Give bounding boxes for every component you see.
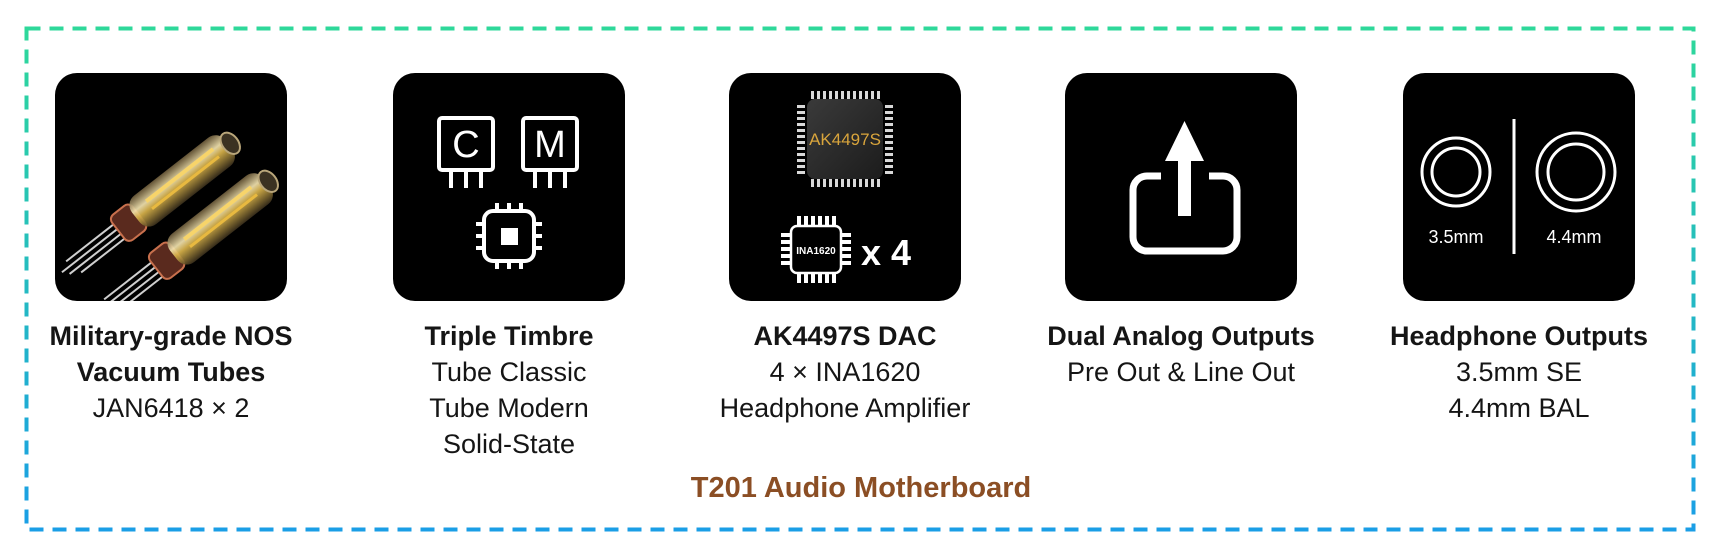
feature-triple-timbre: C M Triple Timbre Tube Classic Tube Mode… [393,73,625,459]
jack-label-4-4mm: 4.4mm [1546,227,1601,247]
analog-outputs-card [1065,73,1297,301]
feature-detail-line: 3.5mm SE [1455,357,1583,387]
dac-card: AK4497S INA1620 x 4 [729,73,961,301]
triple-timbre-icon: C M [437,116,579,269]
amp-chip-count: x 4 [861,232,911,273]
chip-label-m: M [534,124,566,166]
dac-caption: AK4497S DAC 4 × INA1620 Headphone Amplif… [675,318,1015,426]
vacuum-tubes-card [55,73,287,301]
jack-label-3-5mm: 3.5mm [1428,227,1483,247]
feature-analog-outputs: Dual Analog Outputs Pre Out & Line Out [1047,73,1315,387]
vacuum-tubes-caption: Military-grade NOS Vacuum Tubes JAN6418 … [1,318,341,426]
chip-label-c: C [452,124,479,166]
feature-detail-line: Solid-State [442,429,576,459]
feature-title-line: Military-grade NOS [49,321,293,351]
dac-chip-icon: AK4497S INA1620 x 4 [781,91,911,283]
feature-vacuum-tubes: Military-grade NOS Vacuum Tubes JAN6418 … [49,73,293,423]
feature-detail-line: 4 × INA1620 [769,357,921,387]
feature-detail-line: Tube Classic [431,357,587,387]
headphone-jacks-icon: 3.5mm 4.4mm [1420,119,1617,254]
feature-title-line: Dual Analog Outputs [1047,321,1315,351]
headphone-outputs-card: 3.5mm 4.4mm [1403,73,1635,301]
jack-3-5mm-icon [1420,136,1492,208]
amp-chip-label: INA1620 [796,246,836,257]
feature-title-line: Vacuum Tubes [76,357,266,387]
feature-detail-line: JAN6418 × 2 [92,393,250,423]
feature-title-line: Headphone Outputs [1390,321,1648,351]
dac-chip-label: AK4497S [809,130,881,149]
feature-detail-line: Tube Modern [429,393,589,423]
vacuum-tubes-photo-icon [61,131,279,301]
jack-4-4mm-icon [1535,131,1617,213]
feature-title-line: Triple Timbre [424,321,594,351]
feature-detail-line: Pre Out & Line Out [1066,357,1296,387]
triple-timbre-caption: Triple Timbre Tube Classic Tube Modern S… [339,318,679,462]
feature-detail-line: 4.4mm BAL [1448,393,1590,423]
feature-title-line: AK4497S DAC [753,321,937,351]
headphone-outputs-caption: Headphone Outputs 3.5mm SE 4.4mm BAL [1349,318,1689,426]
feature-dac: AK4497S INA1620 x 4 AK4497S DAC 4 × INA1… [720,73,970,423]
triple-timbre-card: C M [393,73,625,301]
board-title: T201 Audio Motherboard [690,472,1032,504]
analog-outputs-caption: Dual Analog Outputs Pre Out & Line Out [1011,318,1351,390]
output-arrow-icon [1129,121,1241,255]
feature-headphone-outputs: 3.5mm 4.4mm Headphone Outputs 3.5mm SE 4… [1390,73,1648,423]
feature-detail-line: Headphone Amplifier [719,393,971,423]
